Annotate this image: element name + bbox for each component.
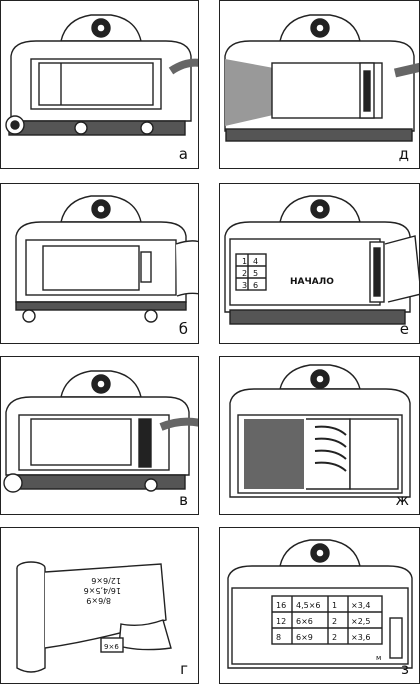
counter-6: 6 bbox=[253, 281, 258, 290]
panel-label-d: д bbox=[398, 145, 409, 163]
roll-text-3: 8/6×9 bbox=[86, 596, 111, 605]
counter-5: 5 bbox=[253, 269, 258, 278]
camera-drawing-v bbox=[3, 370, 198, 493]
format-table-cell: 2 bbox=[332, 633, 337, 642]
format-table-cell: 6×9 bbox=[296, 633, 313, 642]
panel-label-z: з bbox=[401, 660, 409, 678]
frame-mark-text: 9×6 bbox=[104, 643, 119, 651]
panel-label-g: г bbox=[180, 660, 188, 678]
roll-text-1: 12/6×6 bbox=[91, 576, 121, 585]
panel-zh: ж bbox=[219, 356, 420, 515]
format-table-cell: 2 bbox=[332, 617, 337, 626]
format-table-cell: ×3,6 bbox=[351, 633, 370, 642]
format-table-cell: 4,5×6 bbox=[296, 601, 321, 610]
camera-drawing-zh bbox=[229, 364, 411, 498]
panel-g: 12/6×6 16/4,5×6 8/6×9 9×6 г bbox=[0, 527, 199, 684]
panel-label-e: е bbox=[399, 320, 409, 338]
counter-1: 1 bbox=[242, 257, 247, 266]
format-table-cell: 1 bbox=[332, 601, 337, 610]
camera-drawing-a bbox=[5, 14, 198, 136]
format-table: 16 4,5×6 1 ×3,4 12 6×6 2 ×2,5 8 6×9 2 ×3,6 bbox=[276, 601, 370, 642]
film-roll-drawing-g: 12/6×6 16/4,5×6 8/6×9 9×6 bbox=[16, 561, 172, 673]
panel-label-zh: ж bbox=[395, 491, 409, 509]
counter-2: 2 bbox=[242, 269, 247, 278]
format-table-cell: 6×6 bbox=[296, 617, 313, 626]
camera-drawing-e: 1 4 2 5 3 6 НАЧАЛО bbox=[224, 195, 419, 325]
format-table-cell: ×2,5 bbox=[351, 617, 370, 626]
panel-e: 1 4 2 5 3 6 НАЧАЛО е bbox=[219, 183, 420, 344]
panel-v: в bbox=[0, 356, 199, 515]
panel-z: 16 4,5×6 1 ×3,4 12 6×6 2 ×2,5 8 6×9 2 ×3,6 м з bbox=[219, 527, 420, 684]
camera-drawing-z: 16 4,5×6 1 ×3,4 12 6×6 2 ×2,5 8 6×9 2 ×3,6 м bbox=[227, 539, 413, 669]
start-mark-text: НАЧАЛО bbox=[290, 277, 334, 287]
panel-label-v: в bbox=[179, 491, 188, 509]
roll-text-2: 16/4,5×6 bbox=[84, 586, 121, 595]
counter-3: 3 bbox=[242, 281, 247, 290]
camera-drawing-b bbox=[15, 195, 198, 323]
format-table-cell: ×3,4 bbox=[351, 601, 370, 610]
format-table-cell: 8 bbox=[276, 633, 281, 642]
panel-b: б bbox=[0, 183, 199, 344]
format-table-cell: 16 bbox=[276, 601, 286, 610]
panel-label-b: б bbox=[178, 320, 188, 338]
panel-d: д bbox=[219, 0, 420, 169]
format-table-cell: 12 bbox=[276, 617, 286, 626]
marker-m: м bbox=[376, 654, 381, 662]
counter-4: 4 bbox=[253, 257, 258, 266]
panel-label-a: а bbox=[178, 145, 188, 163]
panel-a: а bbox=[0, 0, 199, 169]
camera-drawing-d bbox=[224, 14, 419, 142]
